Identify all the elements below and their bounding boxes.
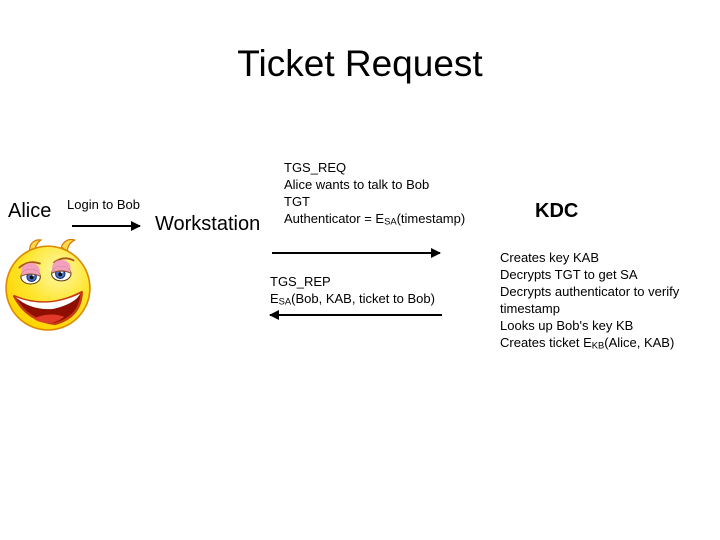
tgs-req-arrow-icon: [272, 248, 441, 258]
kdc-action-create-ticket: Creates ticket EKB(Alice, KAB): [500, 335, 675, 351]
tgs-req-block: TGS_REQ Alice wants to talk to Bob TGT A…: [284, 159, 465, 231]
slide-title: Ticket Request: [237, 43, 483, 84]
tgs-req-intent: Alice wants to talk to Bob: [284, 177, 430, 192]
subscript-kb: KB: [591, 340, 605, 351]
kdc-action-decrypt-tgt: Decrypts TGT to get SA: [500, 267, 638, 282]
kdc-actions-block: Creates key KAB Decrypts TGT to get SA D…: [500, 249, 700, 355]
tgs-rep-arrow-icon: [269, 310, 442, 320]
kdc-action-decrypt-authenticator: Decrypts authenticator to verify timesta…: [500, 284, 680, 316]
login-arrow-label: Login to Bob: [67, 197, 141, 212]
tgs-rep-title: TGS_REP: [270, 274, 331, 289]
kdc-action-lookup-key: Looks up Bob's key KB: [500, 318, 634, 333]
login-arrow-icon: [72, 221, 141, 231]
actor-label-kdc: KDC: [535, 200, 579, 222]
subscript-sa: SA: [384, 216, 397, 227]
alice-avatar: [2, 238, 94, 331]
tgs-req-tgt: TGT: [284, 194, 310, 209]
tgs-req-title: TGS_REQ: [284, 160, 347, 175]
smiley-face-icon: [5, 238, 91, 331]
tgs-req-authenticator: Authenticator = ESA(timestamp): [284, 211, 466, 227]
tgs-rep-block: TGS_REP ESA(Bob, KAB, ticket to Bob): [270, 273, 435, 311]
kdc-action-create-key: Creates key KAB: [500, 250, 599, 265]
subscript-sa: SA: [278, 296, 292, 307]
actor-label-alice: Alice: [8, 200, 52, 222]
actor-label-workstation: Workstation: [155, 213, 261, 235]
tgs-rep-payload: ESA(Bob, KAB, ticket to Bob): [270, 291, 435, 307]
